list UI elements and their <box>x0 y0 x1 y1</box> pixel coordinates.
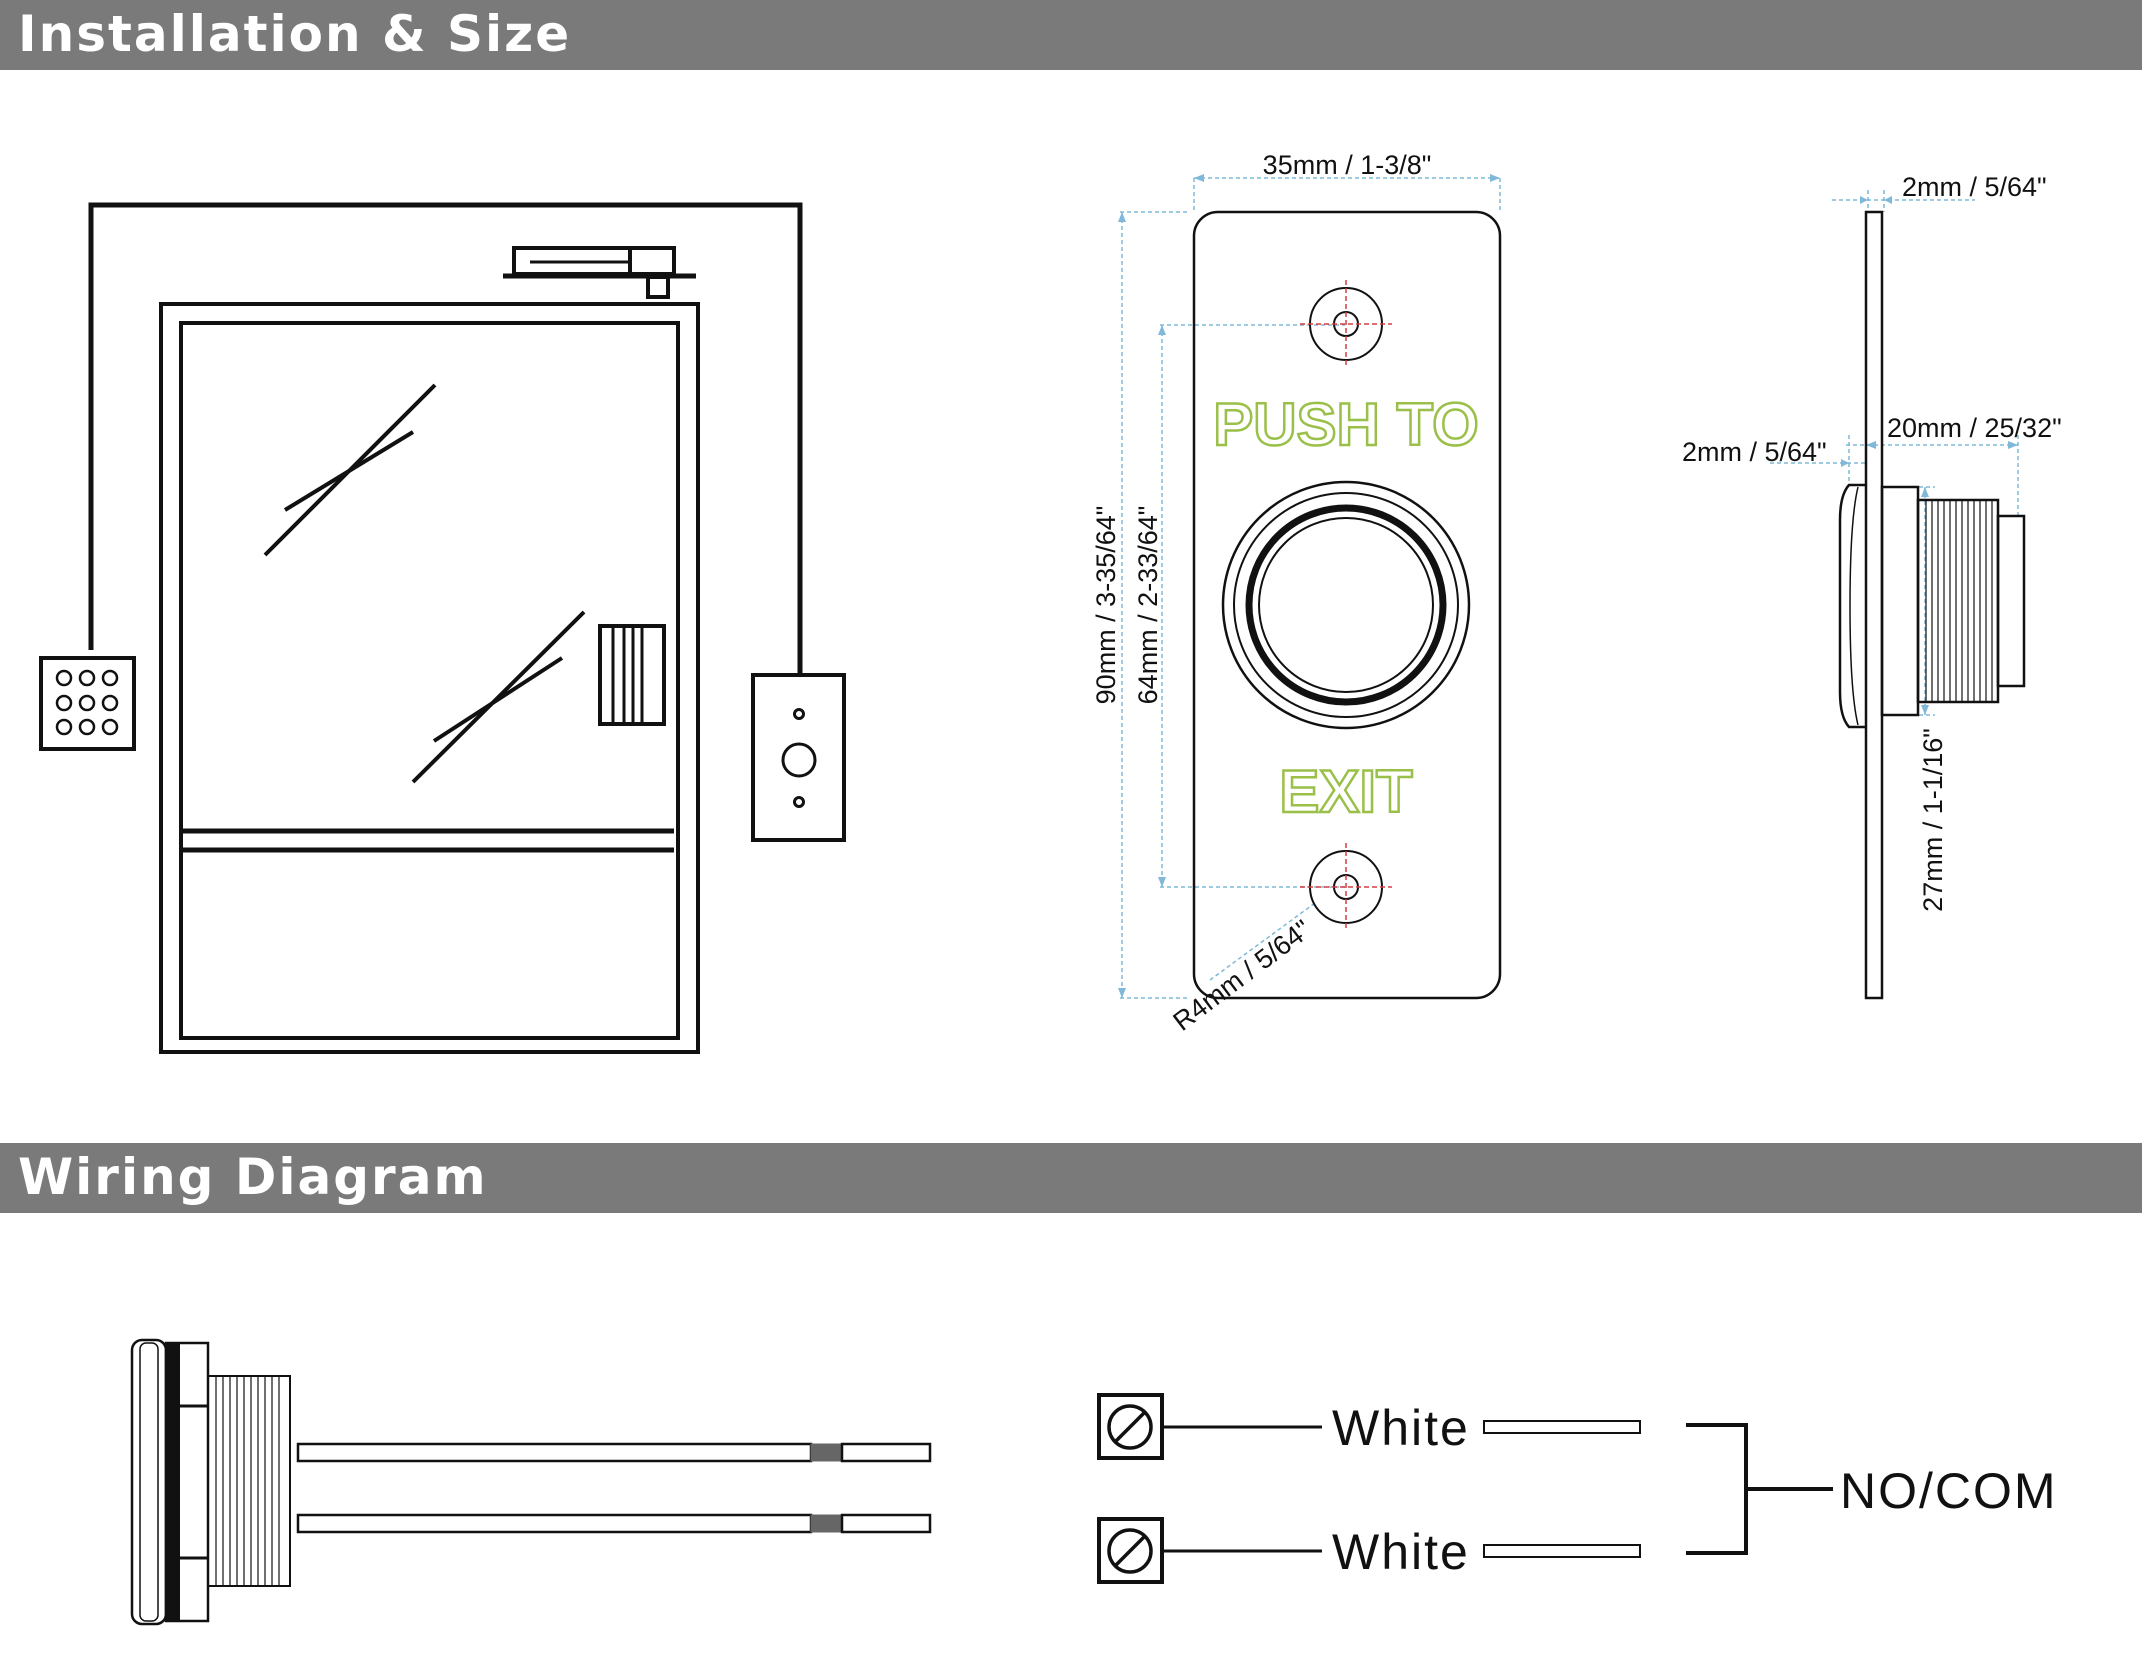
width-dimension-label: 35mm / 1-3/8" <box>1263 150 1432 180</box>
terminal-2-screw-icon <box>1097 1517 1164 1584</box>
terminal-1-screw-icon <box>1097 1393 1164 1460</box>
exit-button-side-view: 2mm / 5/64" 2mm / 5/64" 20mm / 25/32" 27… <box>1682 172 2062 1000</box>
door-inner-frame <box>179 321 680 1040</box>
magnetic-lock-icon <box>503 246 696 299</box>
wiring-diagram-title: Wiring Diagram <box>18 1148 488 1206</box>
plate-thickness-label: 2mm / 5/64" <box>1902 172 2047 202</box>
no-com-label: NO/COM <box>1840 1463 2058 1519</box>
output-bracket <box>1686 1423 1748 1555</box>
installation-size-banner: Installation & Size <box>0 0 2142 70</box>
terminal-wiring-schematic: White White NO/COM <box>1097 1393 2058 1584</box>
side-bezel <box>1838 483 1866 729</box>
overhead-cable <box>88 202 803 675</box>
exit-button-front-view: PUSH TO EXIT 35mm / 1-3/8" 90mm / 3-35/6… <box>1091 150 1502 1037</box>
wire-1-label: White <box>1332 1400 1470 1456</box>
plate-exit-text: EXIT <box>1279 758 1412 825</box>
wiring-diagram-banner: Wiring Diagram <box>0 1143 2142 1213</box>
hole-spacing-label: 64mm / 2-33/64" <box>1133 506 1163 705</box>
wall-exit-button-icon <box>751 673 846 842</box>
door-installation-illustration <box>39 202 846 1054</box>
door-handle-block <box>598 624 666 726</box>
wire-2 <box>296 1513 813 1534</box>
keypad-icon <box>39 656 136 751</box>
door-frame <box>159 302 700 1054</box>
exit-button-face <box>1258 517 1434 693</box>
height-dimension-label: 90mm / 3-35/64" <box>1091 506 1121 705</box>
wire-2-label: White <box>1332 1524 1470 1580</box>
bezel-thickness-label: 2mm / 5/64" <box>1682 437 1827 467</box>
wire-1 <box>296 1442 813 1463</box>
plate-push-to-text: PUSH TO <box>1213 391 1479 458</box>
thread-length-label: 20mm / 25/32" <box>1887 413 2062 443</box>
side-plate <box>1864 210 1884 1000</box>
exit-plate-outline <box>1192 210 1502 1000</box>
exit-button-outer-ring <box>1221 480 1471 730</box>
installation-size-title: Installation & Size <box>18 5 572 63</box>
button-with-wires-illustration <box>130 1338 932 1626</box>
thread-diameter-label: 27mm / 1-1/16" <box>1918 728 1948 912</box>
corner-radius-label: R4mm / 5/64" <box>1168 914 1317 1037</box>
